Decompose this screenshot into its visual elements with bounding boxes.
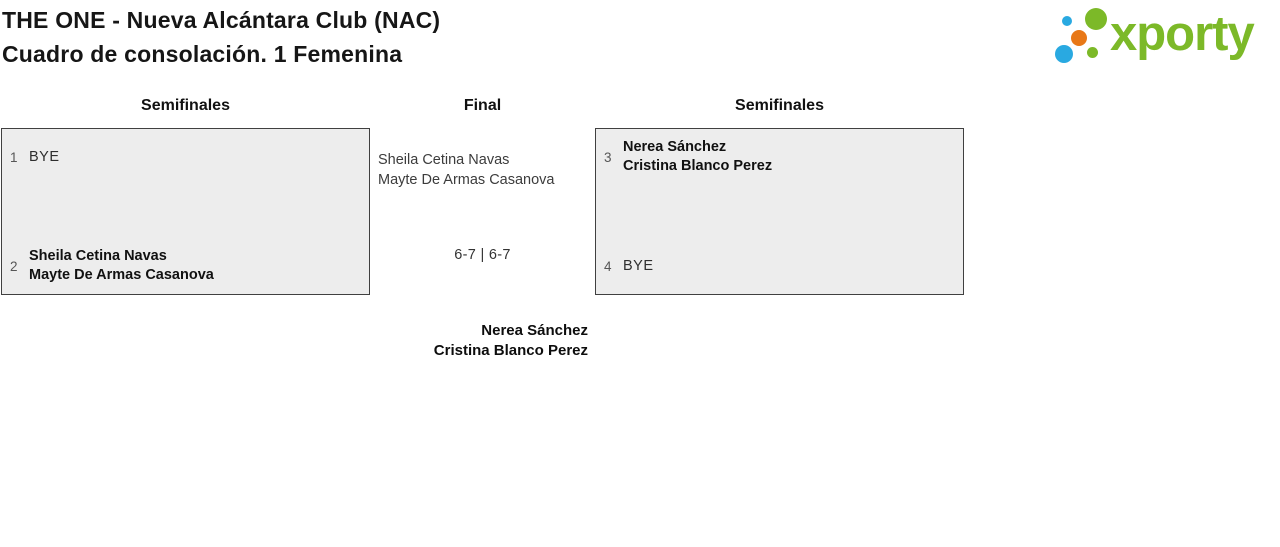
team-slot-4: 4 BYE [596,240,963,292]
logo-dot-orange-icon [1071,30,1087,46]
logo-dot-blue-large-icon [1055,45,1073,63]
player-name: Mayte De Armas Casanova [29,267,214,283]
player-name: Nerea Sánchez [481,322,588,339]
final-match-score: 6-7 | 6-7 [454,247,511,263]
final-winner-team: Nerea Sánchez Cristina Blanco Perez [370,321,588,360]
player-name: Nerea Sánchez [623,139,727,155]
tournament-title: THE ONE - Nueva Alcántara Club (NAC) [2,7,441,33]
logo-dot-green-large-icon [1085,8,1107,30]
player-name: Cristina Blanco Perez [623,158,773,174]
round-header-semifinals-left: Semifinales [141,97,230,114]
match-box-semifinal-left: 1 BYE 2 Sheila Cetina Navas Mayte De Arm… [1,128,370,295]
team-slot-2: 2 Sheila Cetina Navas Mayte De Armas Cas… [2,240,369,292]
team-name-bye: BYE [29,148,60,165]
seed-number: 3 [604,149,612,165]
final-team-finalist: Sheila Cetina Navas Mayte De Armas Casan… [378,151,555,190]
seed-number: 1 [10,149,18,165]
player-name: Sheila Cetina Navas [29,248,167,264]
team-slot-1: 1 BYE [2,131,369,183]
player-name: Sheila Cetina Navas [378,152,510,168]
player-name: Cristina Blanco Perez [433,341,588,359]
seed-number: 4 [604,258,612,274]
page-title: THE ONE - Nueva Alcántara Club (NAC) Cua… [2,4,440,71]
draw-subtitle: Cuadro de consolación. 1 Femenina [2,40,403,67]
logo-dot-blue-small-icon [1062,16,1072,26]
player-name: Mayte De Armas Casanova [378,171,555,188]
round-header-semifinals-right: Semifinales [735,97,824,114]
xporty-logo[interactable]: xporty [1050,0,1280,72]
match-box-semifinal-right: 3 Nerea Sánchez Cristina Blanco Perez 4 … [595,128,964,295]
round-header-final: Final [463,97,502,114]
logo-dot-green-small-icon [1087,47,1098,58]
team-slot-3: 3 Nerea Sánchez Cristina Blanco Perez [596,131,963,183]
logo-wordmark: xporty [1110,7,1255,61]
seed-number: 2 [10,258,18,274]
team-name-bye: BYE [623,257,654,274]
